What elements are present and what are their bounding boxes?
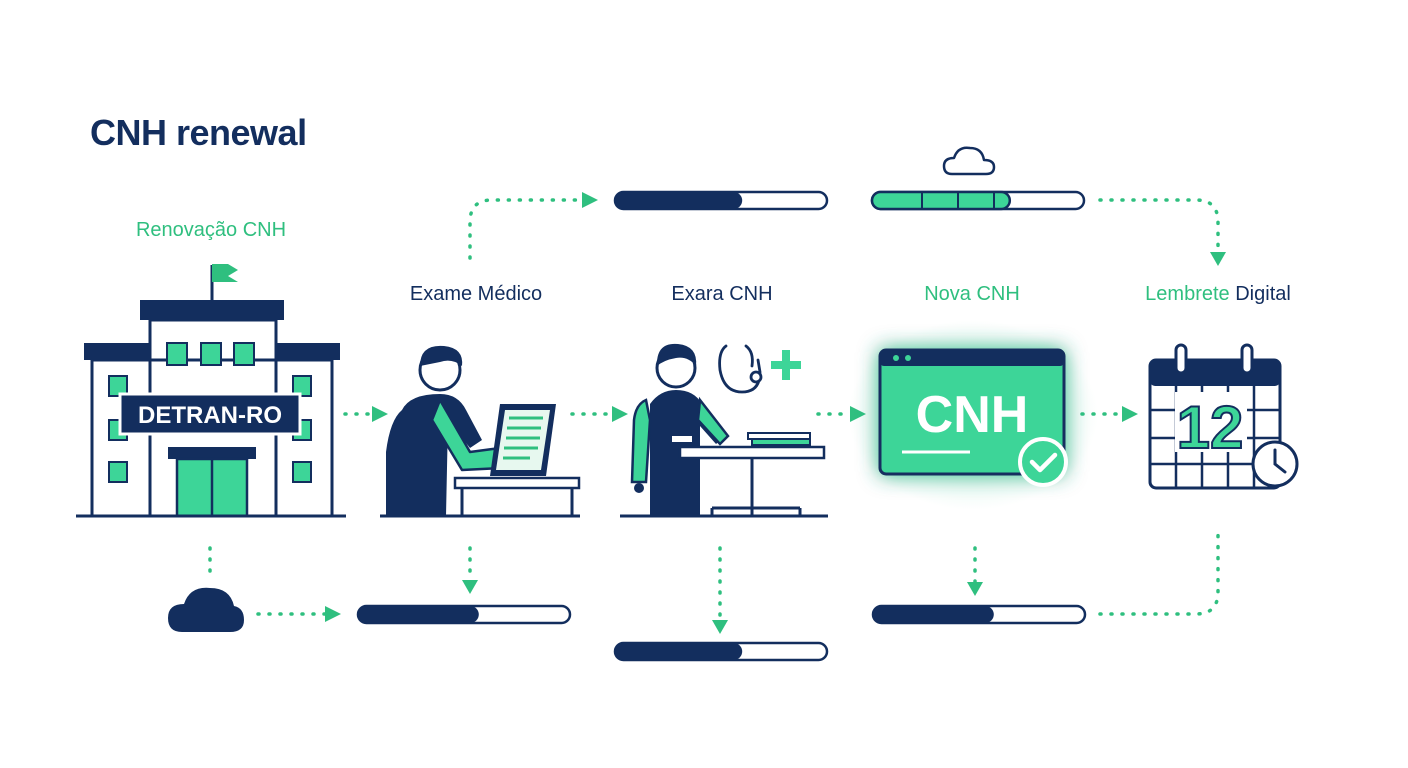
step-label-exame: Exame Médico (409, 283, 543, 305)
arrow-head (1122, 406, 1138, 422)
check-icon (1018, 437, 1068, 487)
progress-bar-bottom-2 (613, 641, 829, 662)
clock-icon (1251, 440, 1299, 488)
step-label-exara: Exara CNH (671, 283, 773, 305)
digital-word: Digital (1229, 283, 1291, 305)
progress-bar-top-left (613, 190, 829, 211)
step-label-lembrete: Lembrete Digital (1145, 283, 1291, 306)
cloud-icon (942, 146, 996, 176)
progress-fill (615, 643, 743, 660)
arrow-head (372, 406, 388, 422)
connector-bottom-right (1098, 528, 1220, 616)
card-text: CNH (916, 386, 1029, 444)
arrow-head (712, 620, 728, 634)
arrow-head (1210, 252, 1226, 266)
progress-fill (358, 606, 479, 623)
connector-top-left (468, 198, 584, 260)
arrow-head (462, 580, 478, 594)
calendar-icon: 12 (1148, 343, 1299, 490)
person-laptop-icon (380, 345, 581, 518)
progress-fill (615, 192, 743, 209)
step-label-nova: Nova CNH (924, 283, 1020, 305)
calendar-day: 12 (1177, 394, 1244, 461)
progress-fill (873, 606, 994, 623)
connector-top-right (1098, 198, 1220, 254)
id-card-icon: CNH (848, 320, 1098, 510)
progress-bar-bottom-1 (356, 604, 572, 625)
progress-bar-top-right (870, 190, 1086, 211)
building-sign-text: DETRAN-RO (138, 402, 282, 429)
plus-icon (771, 350, 801, 380)
lembrete-word: Lembrete (1145, 283, 1230, 305)
progress-fill (870, 190, 1012, 211)
page-title: CNH renewal (90, 112, 307, 153)
building-icon: DETRAN-RO (76, 264, 346, 518)
arrow-head (967, 582, 983, 596)
cloud-icon (168, 587, 244, 632)
progress-bar-bottom-3 (871, 604, 1087, 625)
arrow-head (582, 192, 598, 208)
arrow-head (612, 406, 628, 422)
stethoscope-icon (718, 344, 763, 394)
brand-label: Renovação CNH (135, 219, 287, 241)
flag-icon (212, 264, 238, 282)
doctor-icon (620, 343, 828, 518)
arrow-head (325, 606, 341, 622)
